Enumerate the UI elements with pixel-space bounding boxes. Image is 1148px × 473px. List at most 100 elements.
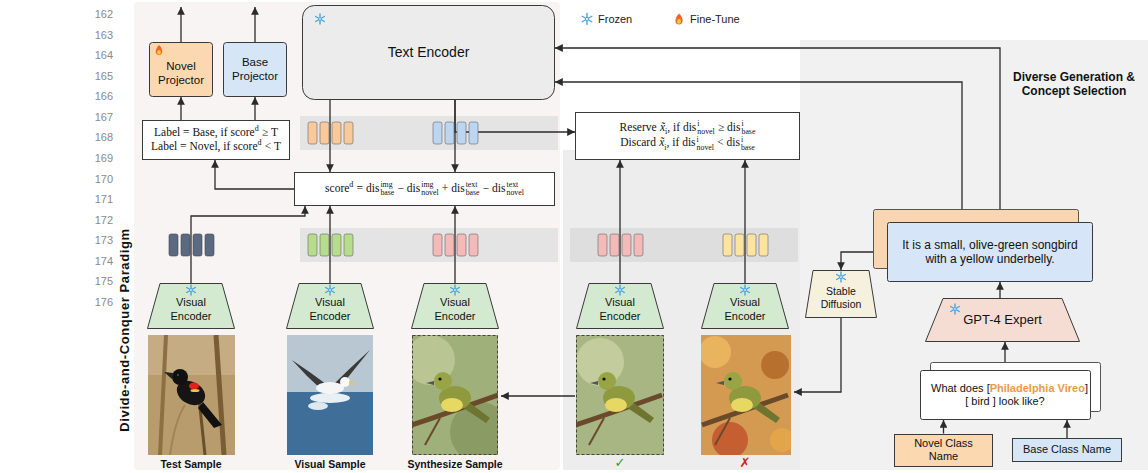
image-caption: Synthesize Sample: [407, 458, 502, 470]
line-number: 170: [95, 173, 113, 185]
line-number: 162: [95, 8, 113, 20]
node-text-block: Text Encoder: [388, 44, 470, 61]
fine-tune-icon: [157, 50, 161, 54]
connector-arrow: [555, 82, 962, 222]
formula-box-outline: [143, 121, 290, 160]
superscript: img: [380, 181, 394, 189]
discarded-sample-photo: [761, 351, 789, 379]
projector-box: Base Projector: [223, 42, 287, 97]
superscript: d: [258, 138, 262, 147]
label-holder: 166: [95, 86, 113, 104]
feature-vector: [433, 234, 442, 256]
encoder-trapezoid: Visual Encoder: [411, 283, 499, 329]
node-label: Visual Encoder: [715, 296, 775, 322]
frozen-icon: [316, 17, 325, 22]
frozen-icon: [840, 276, 843, 279]
test-sample-photo: [189, 383, 199, 390]
superscript: i: [742, 120, 756, 128]
frozen-icon: [837, 275, 846, 280]
visual-sample-photo: [340, 377, 350, 387]
feature-vector: [308, 122, 317, 144]
node-text-block: Visual Encoder: [425, 296, 485, 322]
frozen-icon: [619, 285, 620, 295]
generation-arrow: [794, 318, 841, 392]
panel-heading: Divide-and-Conquer Paradigm: [117, 228, 132, 431]
formula-line: Label = Novel, if scored< T: [151, 140, 281, 154]
connector-arrow: [329, 206, 330, 283]
encoder-trapezoid: Visual Encoder: [286, 283, 374, 329]
frozen-icon: [951, 307, 960, 312]
frozen-icon: [616, 285, 625, 295]
synthesized-sample-photo: [412, 335, 498, 455]
llm-trapezoid-outline: [926, 299, 1080, 342]
frozen-icon: [316, 14, 325, 24]
formula-line: What does [Philadelphia Vireo]: [931, 382, 1079, 395]
superscript: i: [697, 136, 714, 144]
visual-sample-photo: [287, 335, 373, 455]
subscript: base: [380, 189, 394, 197]
node-content: Visual Encoder: [147, 283, 235, 329]
node-text-block: Visual Encoder: [161, 296, 221, 322]
superscript: i: [741, 136, 755, 144]
text-run: = dis: [357, 182, 380, 194]
prompt-card: What does [Philadelphia Vireo][ bird ] l…: [920, 370, 1091, 420]
feature-vector: [469, 122, 478, 144]
test-sample-photo: [148, 335, 235, 455]
encoder-trapezoid: Visual Encoder: [576, 283, 664, 329]
visual-sample-photo: [308, 402, 328, 410]
label-holder: 162: [95, 4, 113, 22]
encoder-box-outline: [303, 6, 555, 100]
songbird-figure: [441, 398, 463, 412]
description-card: It is a small, olive-green songbird with…: [887, 222, 1093, 282]
text-run: < dis: [717, 136, 740, 148]
node-content: Visual Encoder: [411, 283, 499, 329]
feature-vector: [759, 234, 768, 256]
label-holder: Test Sample: [160, 454, 221, 472]
node-content: Label = Base, if scored≥ TLabel = Novel,…: [142, 120, 290, 160]
connector-arrow: [215, 160, 294, 189]
formula-line: scored= disimgbase− disimgnovel+ distext…: [325, 181, 524, 197]
visual-sample-photo: [287, 335, 373, 455]
feature-vector: [469, 234, 478, 256]
label-holder: 174: [95, 251, 113, 269]
line-number: 169: [95, 152, 113, 164]
dashed-frame: [413, 336, 498, 455]
frozen-icon: [616, 288, 625, 293]
class-name-box: Base Class Name: [1012, 438, 1122, 462]
frozen-icon: [451, 288, 460, 293]
text-run: − dis: [398, 182, 421, 194]
subscript: i: [665, 127, 667, 136]
node-text-block: Reservex̃i, if disinovel≥ disibaseDiscar…: [620, 120, 756, 151]
frozen-icon: [319, 14, 320, 24]
subscript: novel: [421, 189, 438, 197]
node-content: It is a small, olive-green songbird with…: [887, 222, 1093, 282]
class-name-box-outline: [895, 434, 993, 466]
check-mark: ✓: [615, 455, 626, 470]
cross-mark: ✗: [740, 455, 751, 470]
frozen-icon: [326, 288, 335, 293]
frozen-icon: [187, 288, 196, 293]
node-text-block: Visual Encoder: [300, 296, 360, 322]
test-sample-photo: [164, 372, 173, 379]
label-holder: 164: [95, 45, 113, 63]
feature-vector: [433, 234, 478, 256]
node-label: Base Class Name: [1023, 443, 1111, 456]
encoder-box: Text Encoder: [302, 5, 555, 100]
feature-vector: [735, 234, 744, 256]
line-number: 163: [95, 29, 113, 41]
feature-vector: [181, 234, 190, 256]
feature-vector: [332, 122, 341, 144]
frozen-icon: [954, 308, 957, 311]
frozen-icon: [316, 17, 325, 22]
generation-panel-ground: [800, 40, 1148, 470]
node-text-block: Visual Encoder: [590, 296, 650, 322]
test-sample-photo: [198, 402, 222, 428]
node-text-block: Novel Class Name: [899, 437, 988, 463]
node-content: Visual Encoder: [576, 283, 664, 329]
node-text-block: GPT-4 Expert: [963, 312, 1042, 328]
line-number: 164: [95, 49, 113, 61]
test-sample-photo: [172, 369, 188, 385]
node-content: What does [Philadelphia Vireo][ bird ] l…: [920, 370, 1091, 420]
text-run: − dis: [483, 182, 506, 194]
